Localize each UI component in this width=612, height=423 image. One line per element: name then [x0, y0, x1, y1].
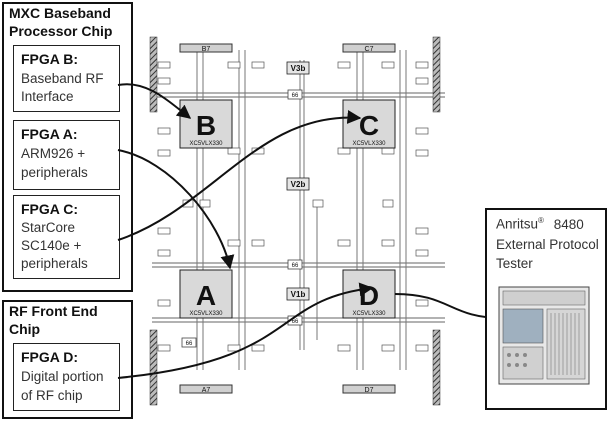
regulator-v3b: V3b: [291, 64, 306, 73]
bus-label-bottom: 66: [292, 319, 299, 325]
chip-a: A XC5VLX330: [179, 269, 233, 319]
pin-blocks: [157, 61, 429, 352]
fpga-a-line-2: peripherals: [21, 165, 88, 180]
bus-label-top: 66: [292, 93, 299, 99]
fpga-b-line-2: Interface: [21, 89, 74, 104]
chip-d-part: XC5VLX330: [352, 311, 386, 317]
right-rail-top: [432, 36, 441, 113]
fpga-c-line-2: SC140e +: [21, 238, 82, 253]
chip-b: B XC5VLX330: [179, 99, 233, 149]
chip-a-part: XC5VLX330: [189, 311, 223, 317]
connector-bars: [179, 43, 396, 394]
regulator-blocks: [286, 61, 310, 301]
tester-line-2: Tester: [496, 256, 533, 271]
fpga-a-line-1: ARM926 +: [21, 146, 86, 161]
fpga-b-title: FPGA B:: [21, 51, 79, 67]
left-rail-top: [149, 36, 158, 113]
arrow-fpga-a-to-chip-a: [117, 149, 235, 270]
bus-label-left: 66: [186, 341, 193, 347]
fpga-c-line-1: StarCore: [21, 220, 76, 235]
chip-c-letter: C: [359, 110, 379, 141]
connector-d7: D7: [365, 387, 374, 394]
rf-group-title-1: RF Front End: [9, 303, 98, 319]
fpga-d-title: FPGA D:: [21, 349, 79, 365]
rf-group-title-2: Chip: [9, 321, 41, 337]
protocol-tester-rack-icon: [498, 286, 590, 385]
arrow-fpga-b-to-chip-b: [117, 83, 192, 119]
bus-label-boxes: [181, 89, 303, 348]
mxc-group-title-1: MXC Baseband: [9, 5, 111, 21]
fpga-d-line-1: Digital portion: [21, 369, 104, 384]
bus-label-middle: 66: [292, 263, 299, 269]
arrow-fpga-c-to-chip-c: [117, 110, 362, 241]
mxc-group-title-2: Processor Chip: [9, 23, 113, 39]
tester-line-1: External Protocol: [496, 237, 599, 252]
registered-mark: ®: [538, 216, 544, 225]
connector-c7: C7: [365, 46, 374, 53]
chip-c: C XC5VLX330: [342, 99, 396, 149]
tester-title: Anritsu® 8480: [496, 216, 584, 232]
chip-a-letter: A: [196, 280, 216, 311]
fpga-a-card: FPGA A: ARM926 + peripherals: [13, 120, 120, 190]
connector-a7: A7: [202, 387, 211, 394]
right-rail-bottom: [432, 329, 441, 406]
connector-b7: B7: [202, 46, 211, 53]
left-rail-bottom: [149, 329, 158, 406]
fpga-d-line-2: of RF chip: [21, 388, 83, 403]
fpga-a-title: FPGA A:: [21, 126, 78, 142]
fpga-c-title: FPGA C:: [21, 201, 79, 217]
chip-d-letter: D: [359, 280, 379, 311]
fpga-b-card: FPGA B: Baseband RF Interface: [13, 45, 120, 112]
chip-b-letter: B: [196, 110, 216, 141]
arrow-fpga-d-to-chip-d: [117, 282, 374, 379]
tester-brand: Anritsu: [496, 216, 539, 232]
tester-model: 8480: [553, 216, 584, 232]
chip-b-part: XC5VLX330: [189, 141, 223, 147]
chip-c-part: XC5VLX330: [352, 141, 386, 147]
chip-d: D XC5VLX330: [342, 269, 396, 319]
fpga-c-card: FPGA C: StarCore SC140e + peripherals: [13, 195, 120, 279]
fpga-b-line-1: Baseband RF: [21, 71, 104, 86]
regulator-v1b: V1b: [291, 290, 306, 299]
fpga-d-card: FPGA D: Digital portion of RF chip: [13, 343, 120, 411]
fpga-c-line-3: peripherals: [21, 256, 88, 271]
regulator-v2b: V2b: [291, 180, 306, 189]
